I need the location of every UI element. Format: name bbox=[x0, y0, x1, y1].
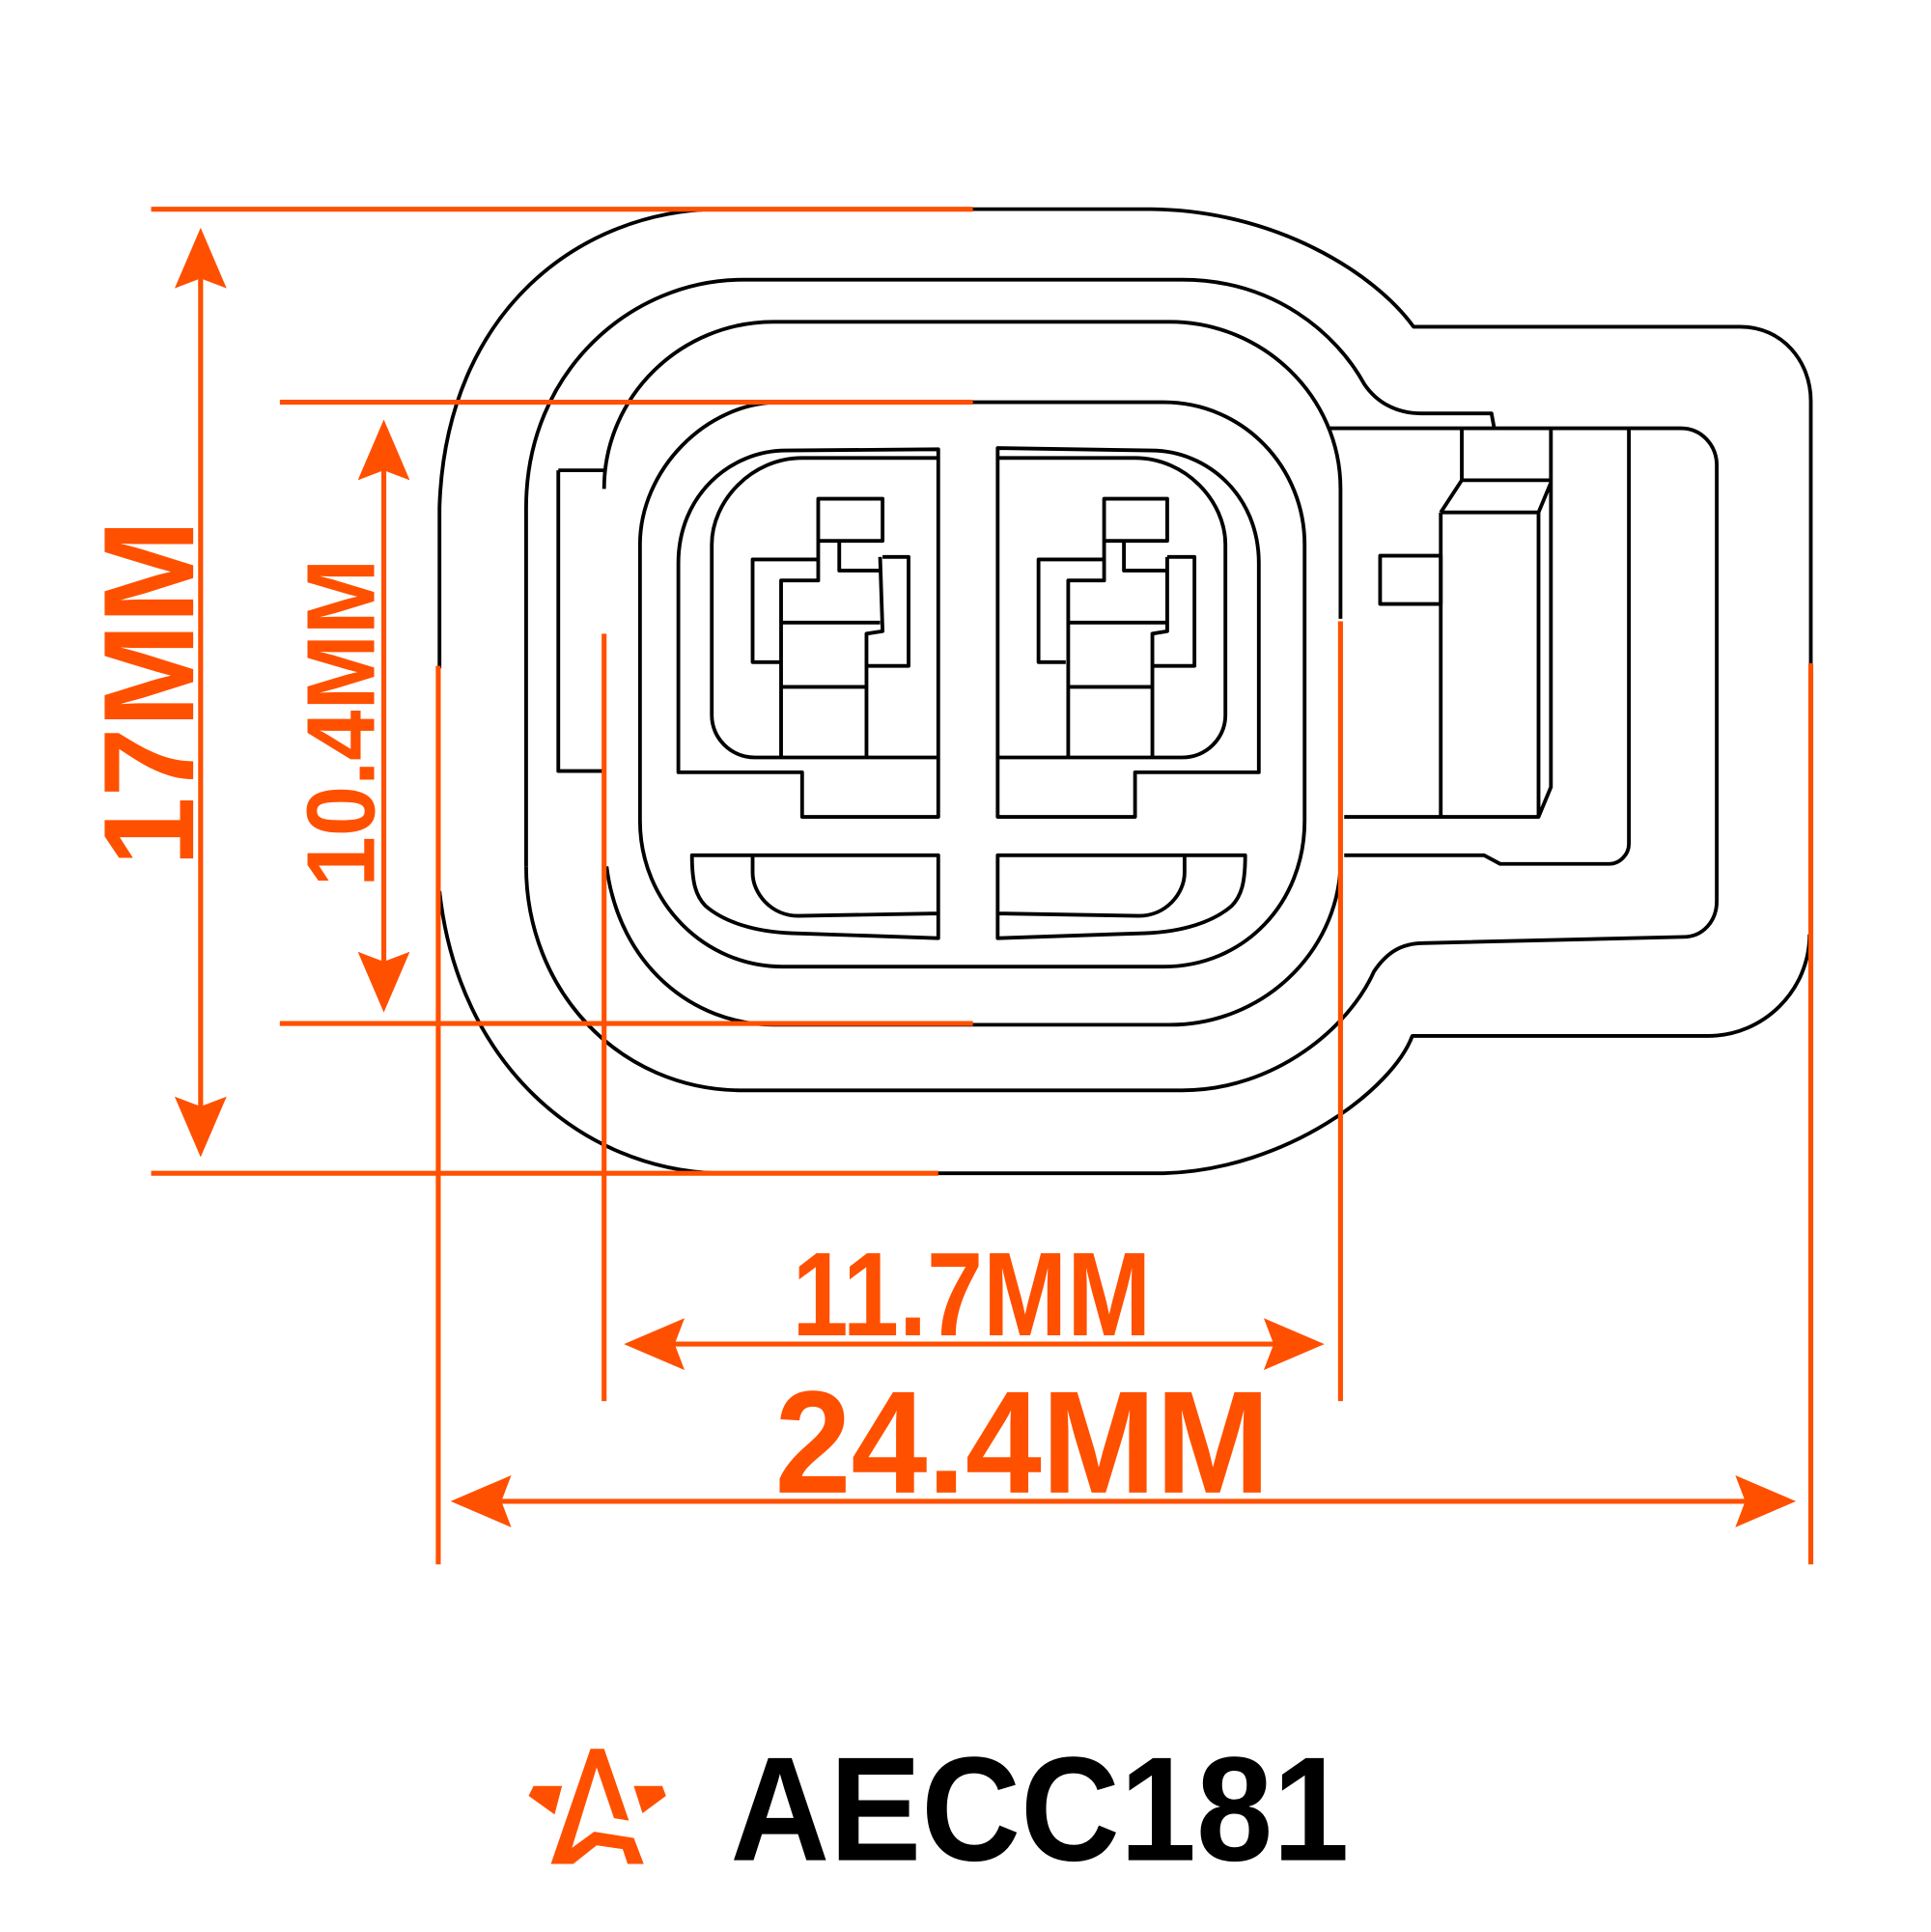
arrow-right-icon bbox=[1263, 1318, 1325, 1371]
arrow-up-icon bbox=[174, 227, 227, 289]
dimension-label-width-outer: 24.4MM bbox=[775, 1361, 1271, 1525]
arrow-right-icon bbox=[1735, 1474, 1797, 1527]
connector-body bbox=[437, 207, 1813, 1176]
dimension-label-height-inner: 10.4MM bbox=[287, 559, 395, 887]
arrow-down-icon bbox=[174, 1096, 227, 1158]
arrow-left-icon bbox=[624, 1318, 686, 1371]
arrow-left-icon bbox=[450, 1474, 512, 1527]
dimension-label-height-outer: 17MM bbox=[77, 519, 221, 866]
dimension-lines bbox=[151, 207, 1814, 1565]
arrow-down-icon bbox=[357, 951, 410, 1013]
dimension-label-width-inner: 11.7MM bbox=[793, 1229, 1152, 1361]
model-name: AECC181 bbox=[730, 1726, 1349, 1892]
aecc-star-logo-icon bbox=[528, 1749, 666, 1864]
arrow-up-icon bbox=[357, 419, 410, 481]
